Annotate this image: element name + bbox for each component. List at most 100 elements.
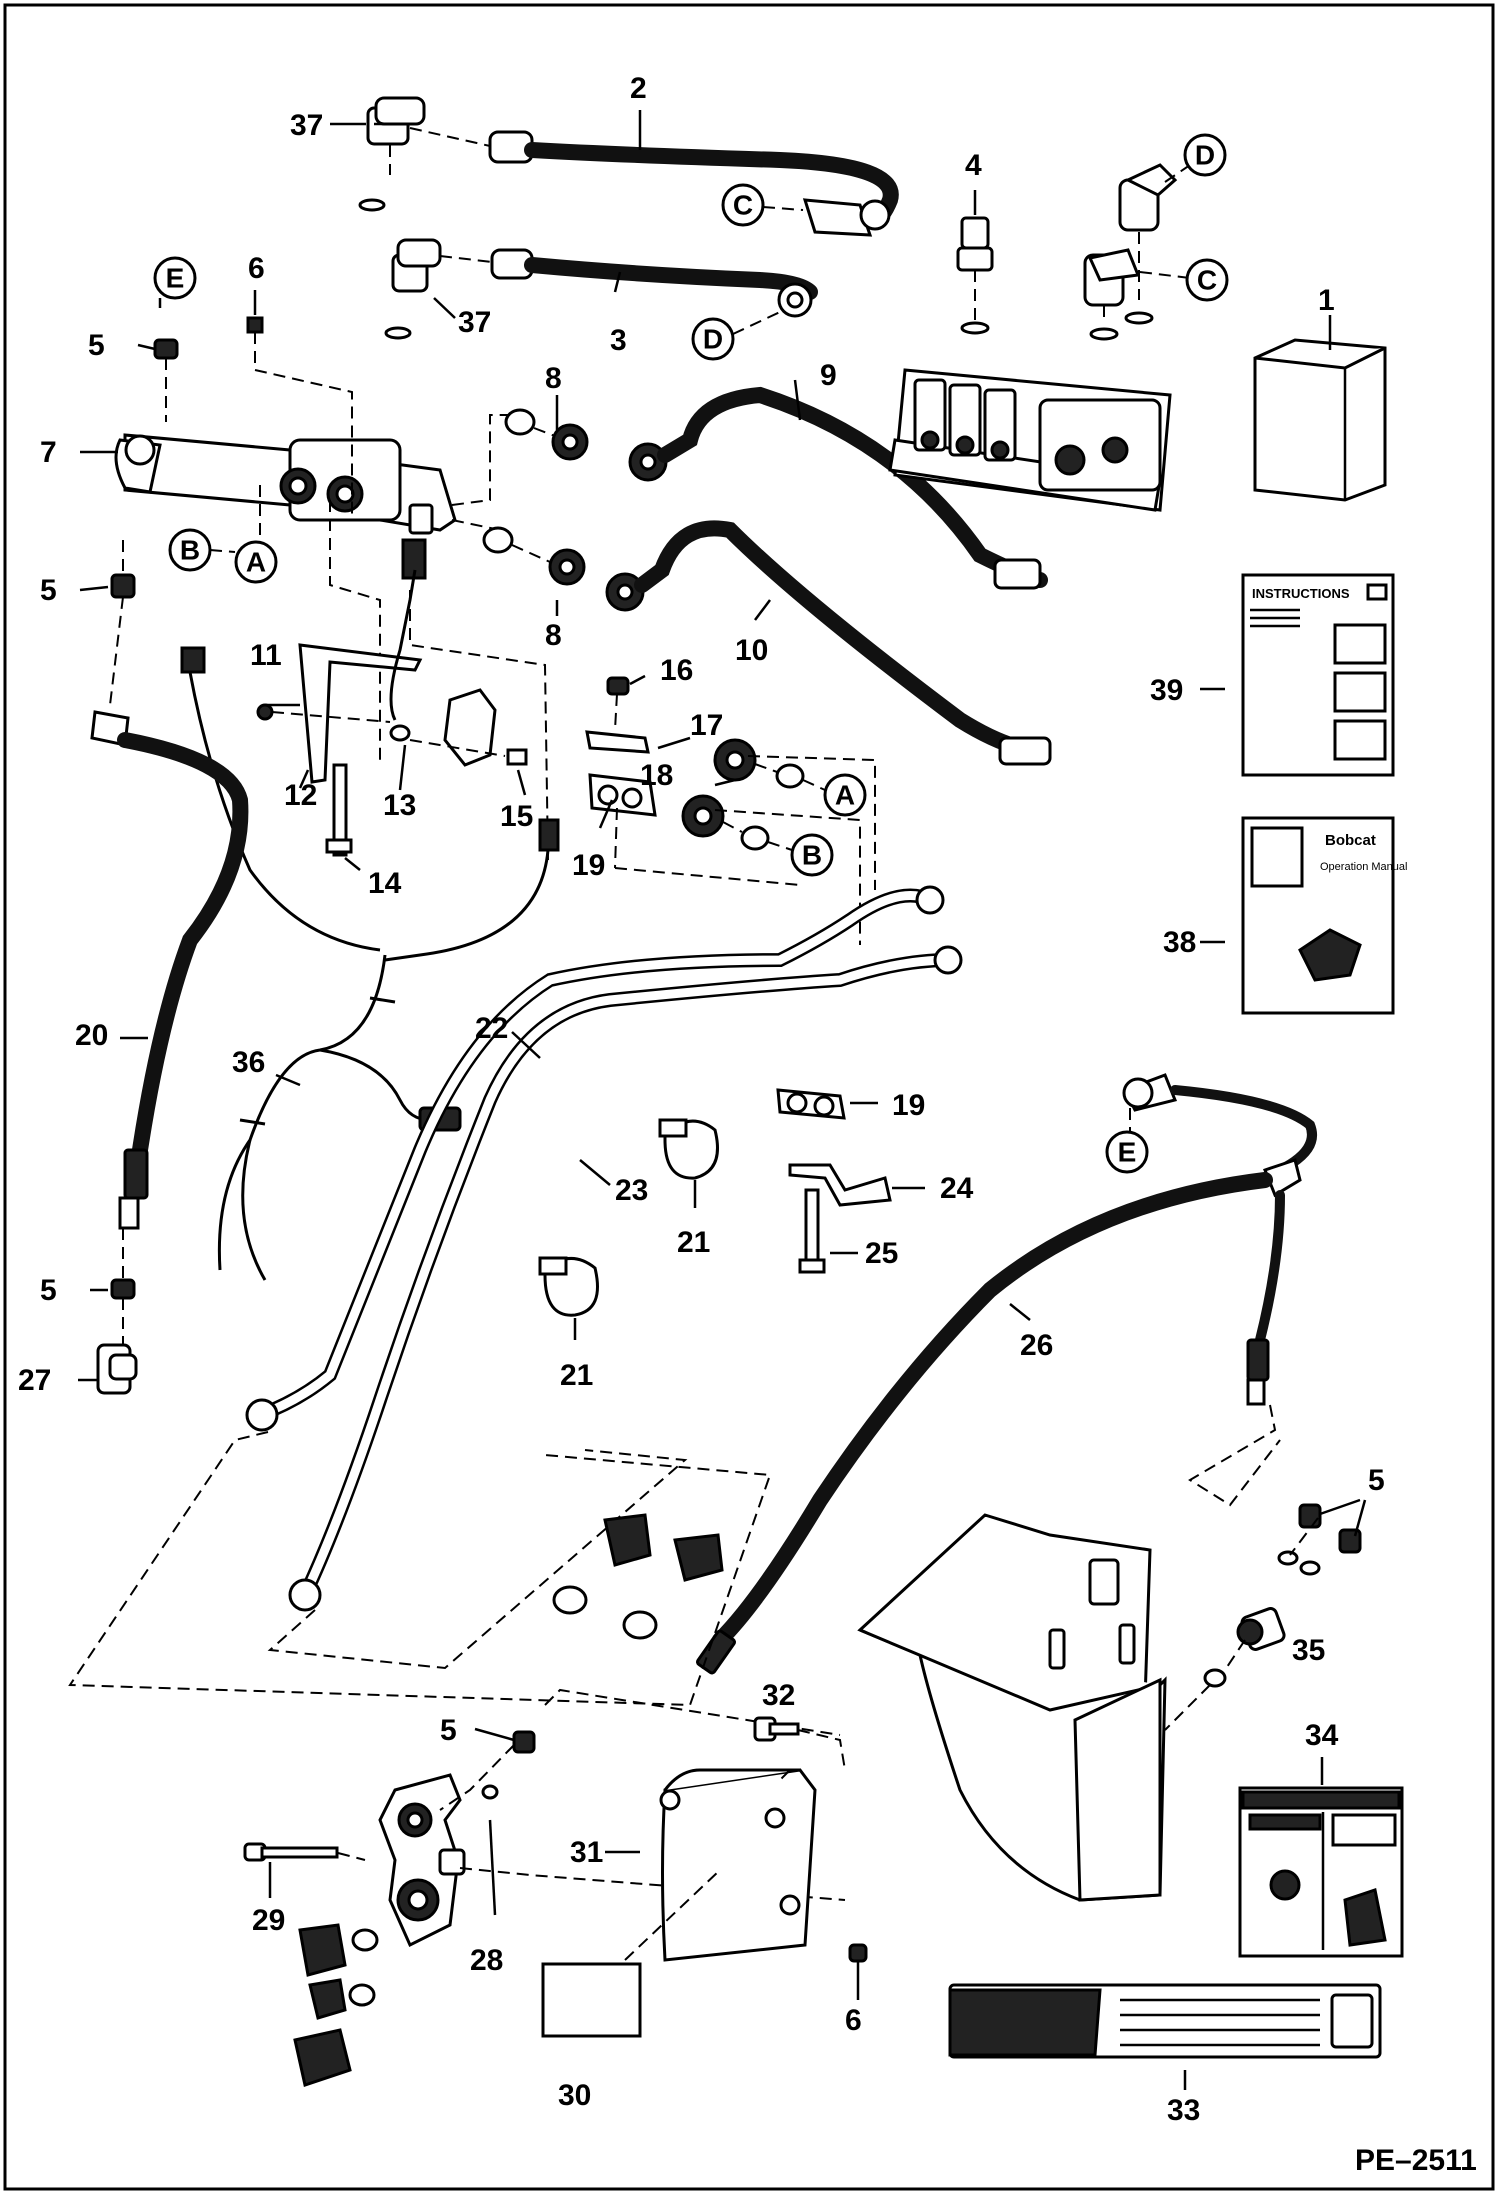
callout-26: 26 bbox=[1020, 1329, 1053, 1362]
svg-text:A: A bbox=[835, 780, 855, 811]
hose-10 bbox=[482, 520, 1052, 766]
callout-10: 10 bbox=[735, 634, 768, 667]
bracket-24 bbox=[788, 1163, 892, 1207]
fitting-37-lower bbox=[391, 238, 442, 293]
tube-22 bbox=[245, 885, 945, 1432]
hose-2 bbox=[409, 127, 899, 237]
ref-letter-a-clamp: A bbox=[823, 773, 867, 817]
callout-25: 25 bbox=[865, 1237, 898, 1270]
svg-text:B: B bbox=[180, 535, 200, 566]
valve-body bbox=[114, 433, 457, 580]
callout-20: 20 bbox=[75, 1019, 108, 1052]
callout-9: 9 bbox=[820, 359, 837, 392]
callout-4: 4 bbox=[965, 149, 982, 182]
callout-30: 30 bbox=[558, 2079, 591, 2112]
clamp-assembly bbox=[585, 676, 801, 886]
hose-3 bbox=[439, 248, 818, 318]
callout-5-right: 5 bbox=[1368, 1464, 1385, 1497]
ref-letter-e-right: E bbox=[1105, 1130, 1149, 1174]
callout-8-bottom: 8 bbox=[545, 619, 562, 652]
callout-36: 36 bbox=[232, 1046, 265, 1079]
svg-text:C: C bbox=[1197, 265, 1217, 296]
plate-31 bbox=[659, 1768, 817, 1962]
fitting-4 bbox=[956, 190, 994, 335]
callout-5-left: 5 bbox=[40, 1274, 57, 1307]
callout-7: 7 bbox=[40, 436, 57, 469]
callout-37-lower: 37 bbox=[458, 306, 491, 339]
callout-6-bottom: 6 bbox=[845, 2004, 862, 2037]
tube-23 bbox=[288, 945, 963, 1612]
hose-26 bbox=[696, 1073, 1317, 1675]
callout-6-top: 6 bbox=[248, 252, 265, 285]
callout-5-bottom: 5 bbox=[440, 1714, 457, 1747]
callout-19-top: 19 bbox=[572, 849, 605, 882]
hose-9 bbox=[504, 386, 1048, 590]
callout-2: 2 bbox=[630, 72, 647, 105]
fitting-D-elbow bbox=[1118, 163, 1178, 325]
callout-3: 3 bbox=[610, 324, 627, 357]
callout-5-mid: 5 bbox=[40, 574, 57, 607]
callout-39: 39 bbox=[1150, 674, 1183, 707]
callout-37-top: 37 bbox=[290, 109, 323, 142]
svg-text:D: D bbox=[703, 324, 723, 355]
svg-text:C: C bbox=[733, 190, 753, 221]
callout-31: 31 bbox=[570, 1836, 603, 1869]
manual-title: Operation Manual bbox=[1320, 861, 1407, 873]
bracket-15-plate bbox=[443, 688, 497, 767]
callout-29: 29 bbox=[252, 1904, 285, 1937]
diverter-valve-assembly bbox=[109, 96, 549, 861]
part-1-box bbox=[1253, 315, 1387, 502]
instructions-sheet: INSTRUCTIONS bbox=[1200, 573, 1395, 777]
callout-35: 35 bbox=[1292, 1634, 1325, 1667]
decal-33 bbox=[948, 1983, 1382, 2090]
ref-letter-e-top: E bbox=[153, 256, 197, 300]
operation-manual: Bobcat Operation Manual bbox=[1200, 816, 1407, 1015]
callout-15: 15 bbox=[500, 800, 533, 833]
callout-33: 33 bbox=[1167, 2094, 1200, 2127]
callout-38: 38 bbox=[1163, 926, 1196, 959]
callout-24: 24 bbox=[940, 1172, 974, 1205]
control-valve bbox=[888, 368, 1172, 512]
instructions-title: INSTRUCTIONS bbox=[1252, 586, 1350, 601]
lower-adapters bbox=[293, 1923, 352, 2087]
ref-letter-c-top: C bbox=[721, 183, 765, 227]
fitting-27 bbox=[96, 1343, 138, 1395]
bracket-12 bbox=[298, 643, 423, 784]
manifold-28 bbox=[378, 1773, 466, 1948]
callout-12: 12 bbox=[284, 779, 317, 812]
callout-21-upper: 21 bbox=[677, 1226, 710, 1259]
ref-letter-b-left: B bbox=[168, 528, 212, 572]
adapter-35 bbox=[1236, 1607, 1286, 1651]
callout-11: 11 bbox=[250, 639, 282, 672]
bolt-25 bbox=[798, 1188, 826, 1274]
callout-1: 1 bbox=[1318, 284, 1335, 317]
callout-28: 28 bbox=[470, 1944, 503, 1977]
decal-30 bbox=[541, 1962, 642, 2038]
ref-letter-c-right: C bbox=[1185, 258, 1229, 302]
callout-14: 14 bbox=[368, 867, 402, 900]
document-code: PE–2511 bbox=[1355, 2144, 1477, 2177]
callout-8-top: 8 bbox=[545, 362, 562, 395]
svg-text:A: A bbox=[246, 547, 266, 578]
callout-16: 16 bbox=[660, 654, 693, 687]
clamp-19-lower bbox=[776, 1088, 846, 1120]
bolt-29 bbox=[243, 1842, 339, 1862]
bolt-32 bbox=[753, 1716, 800, 1742]
fitting-C-elbow bbox=[1083, 248, 1141, 341]
ref-letter-b-clamp: B bbox=[790, 833, 834, 877]
callout-13: 13 bbox=[383, 789, 416, 822]
guard-panel bbox=[857, 1513, 1167, 1902]
ref-letter-d-right: D bbox=[1183, 133, 1227, 177]
clamp-21-upper bbox=[658, 1118, 719, 1208]
manual-brand: Bobcat bbox=[1325, 832, 1376, 849]
hose-20 bbox=[90, 710, 249, 1230]
diagram-frame bbox=[3, 3, 1495, 2191]
ref-letter-d-mid: D bbox=[691, 317, 735, 361]
callout-21-lower: 21 bbox=[560, 1359, 593, 1392]
svg-text:B: B bbox=[802, 840, 822, 871]
fitting-37-top bbox=[366, 96, 426, 146]
wiring-harness bbox=[180, 569, 560, 1281]
callout-18: 18 bbox=[640, 759, 673, 792]
adapter-18b bbox=[681, 794, 770, 851]
clamp-21-lower bbox=[538, 1256, 599, 1340]
